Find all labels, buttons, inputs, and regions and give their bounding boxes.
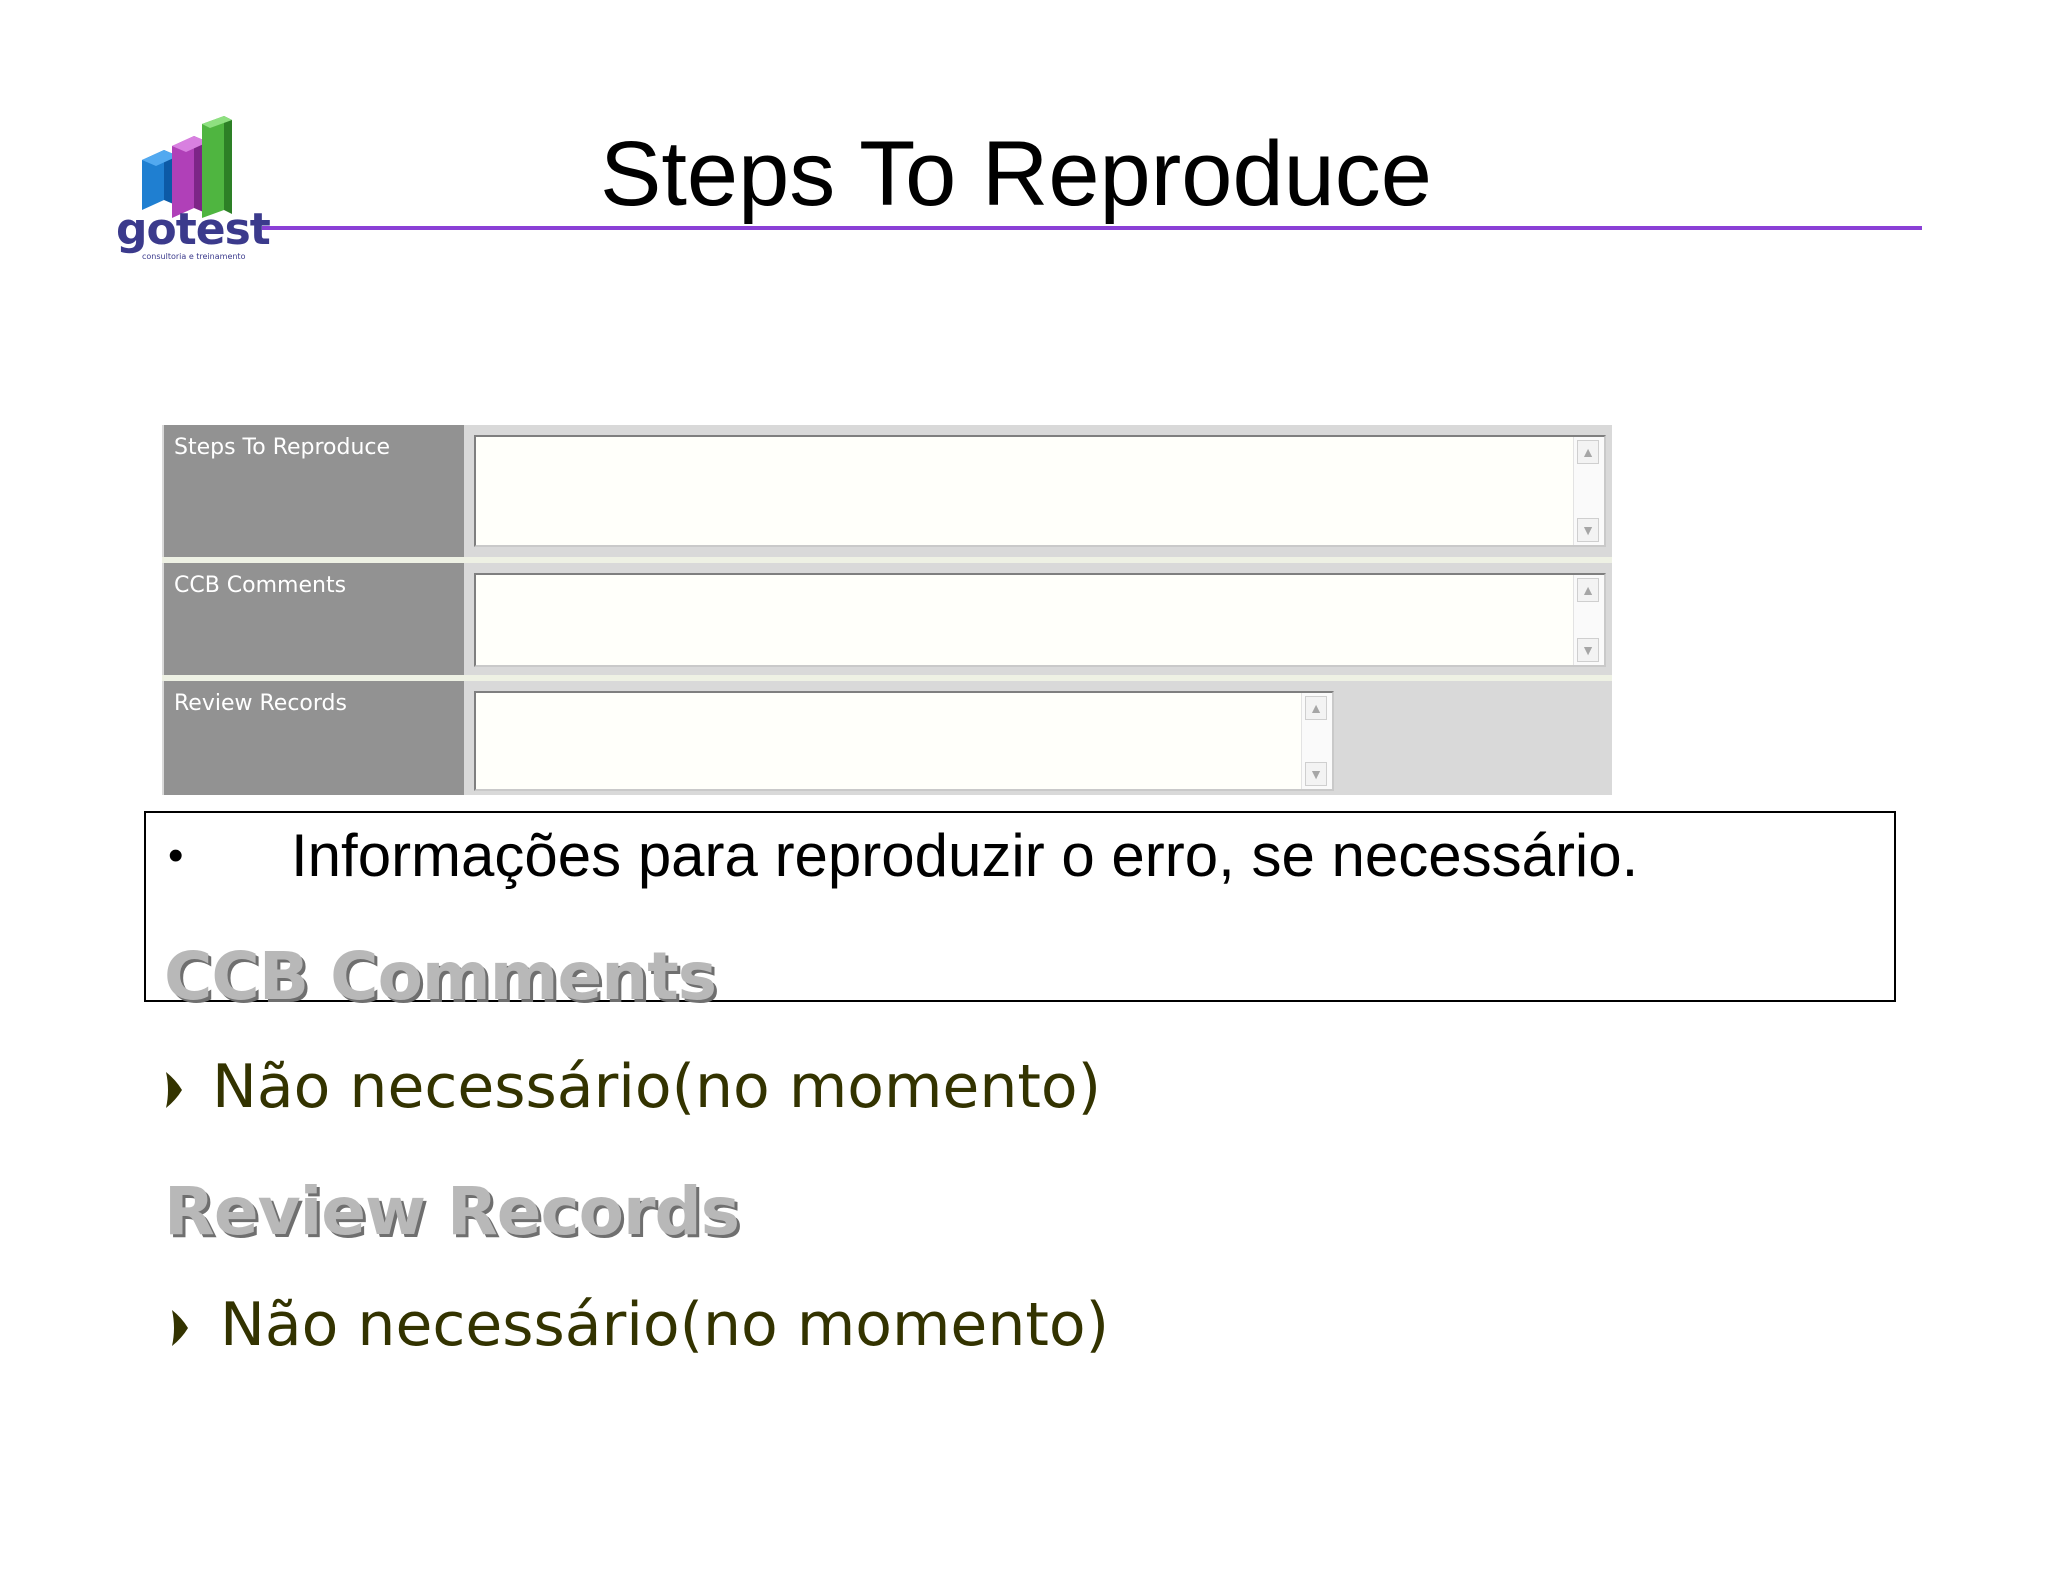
- defect-form-screenshot: Steps To Reproduce ▲ ▼ CCB Comments ▲ ▼ …: [162, 425, 1612, 795]
- steps-to-reproduce-textarea[interactable]: ▲ ▼: [474, 435, 1606, 547]
- field-label: CCB Comments: [164, 563, 464, 675]
- scroll-up-icon[interactable]: ▲: [1577, 578, 1599, 602]
- bullet-text: Não necessário(no momento): [212, 1052, 1102, 1122]
- title-divider: [262, 226, 1922, 230]
- logo-tagline: consultoria e treinamento: [142, 252, 246, 261]
- form-row-ccb-comments: CCB Comments ▲ ▼: [162, 563, 1612, 675]
- scroll-up-icon[interactable]: ▲: [1577, 440, 1599, 464]
- ccb-comments-textarea[interactable]: ▲ ▼: [474, 573, 1606, 667]
- bullet-text: Não necessário(no momento): [220, 1290, 1110, 1360]
- scroll-down-icon[interactable]: ▼: [1577, 638, 1599, 662]
- bar-chart-logo-icon: [142, 116, 232, 218]
- scrollbar[interactable]: ▲ ▼: [1573, 575, 1604, 665]
- info-callout-box: • Informações para reproduzir o erro, se…: [144, 811, 1896, 1002]
- bullet-dot: •: [168, 831, 184, 880]
- arrow-bullet-icon: [166, 1072, 182, 1108]
- scrollbar[interactable]: ▲ ▼: [1573, 437, 1604, 545]
- section-heading-review-records: Review Records: [164, 1173, 740, 1250]
- scroll-down-icon[interactable]: ▼: [1577, 518, 1599, 542]
- scroll-down-icon[interactable]: ▼: [1305, 762, 1327, 786]
- info-text: Informações para reproduzir o erro, se n…: [291, 822, 1639, 889]
- row-separator: [162, 675, 1612, 681]
- section-heading-ccb-comments: CCB Comments: [164, 938, 717, 1015]
- scrollbar[interactable]: ▲ ▼: [1301, 693, 1332, 789]
- logo-wordmark: gotest: [116, 204, 271, 255]
- review-records-textarea[interactable]: ▲ ▼: [474, 691, 1334, 791]
- arrow-bullet-icon: [172, 1310, 188, 1346]
- scroll-up-icon[interactable]: ▲: [1305, 696, 1327, 720]
- page-title: Steps To Reproduce: [600, 123, 1432, 225]
- gotest-logo: gotest consultoria e treinamento: [112, 116, 271, 266]
- form-row-steps-to-reproduce: Steps To Reproduce ▲ ▼: [162, 425, 1612, 557]
- field-label: Steps To Reproduce: [164, 425, 464, 557]
- row-separator: [162, 557, 1612, 563]
- form-row-review-records: Review Records ▲ ▼: [162, 681, 1612, 795]
- field-label: Review Records: [164, 681, 464, 795]
